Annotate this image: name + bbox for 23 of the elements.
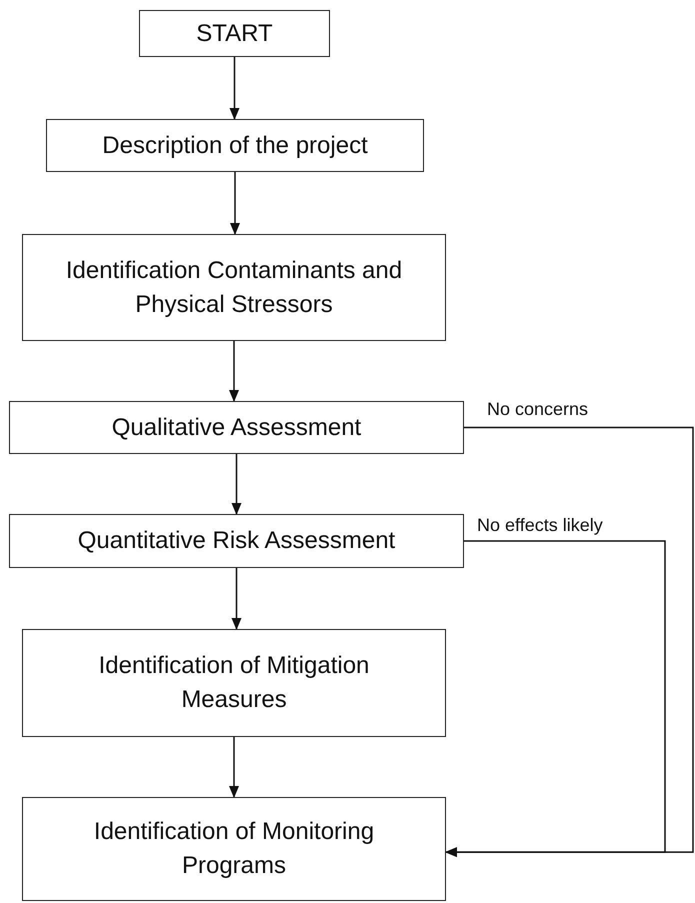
box-label: Identification of Mitigation Measures — [98, 652, 370, 713]
box-label: START — [196, 20, 273, 46]
arrow — [445, 540, 666, 858]
process-box — [22, 629, 446, 737]
arrow — [230, 57, 240, 120]
edge-label: No concerns — [487, 399, 588, 420]
box-label: Description of the project — [102, 132, 368, 158]
process-box — [9, 514, 464, 568]
box-label: Quantitative Risk Assessment — [78, 527, 396, 554]
box-label: Identification Contaminants and Physical Stressors — [66, 256, 402, 318]
box-label: Qualitative Assessment — [112, 414, 362, 440]
box-label: Identification of Monitoring Programs — [94, 818, 374, 879]
process-box — [22, 797, 446, 901]
arrow — [230, 172, 240, 235]
process-box — [139, 10, 330, 57]
arrow — [229, 737, 239, 798]
arrow — [232, 568, 242, 630]
process-box — [9, 401, 464, 454]
edge-label: No effects likely — [477, 515, 603, 536]
arrow — [229, 341, 239, 402]
process-box — [46, 119, 424, 172]
arrow — [232, 454, 242, 515]
process-box — [22, 234, 446, 341]
